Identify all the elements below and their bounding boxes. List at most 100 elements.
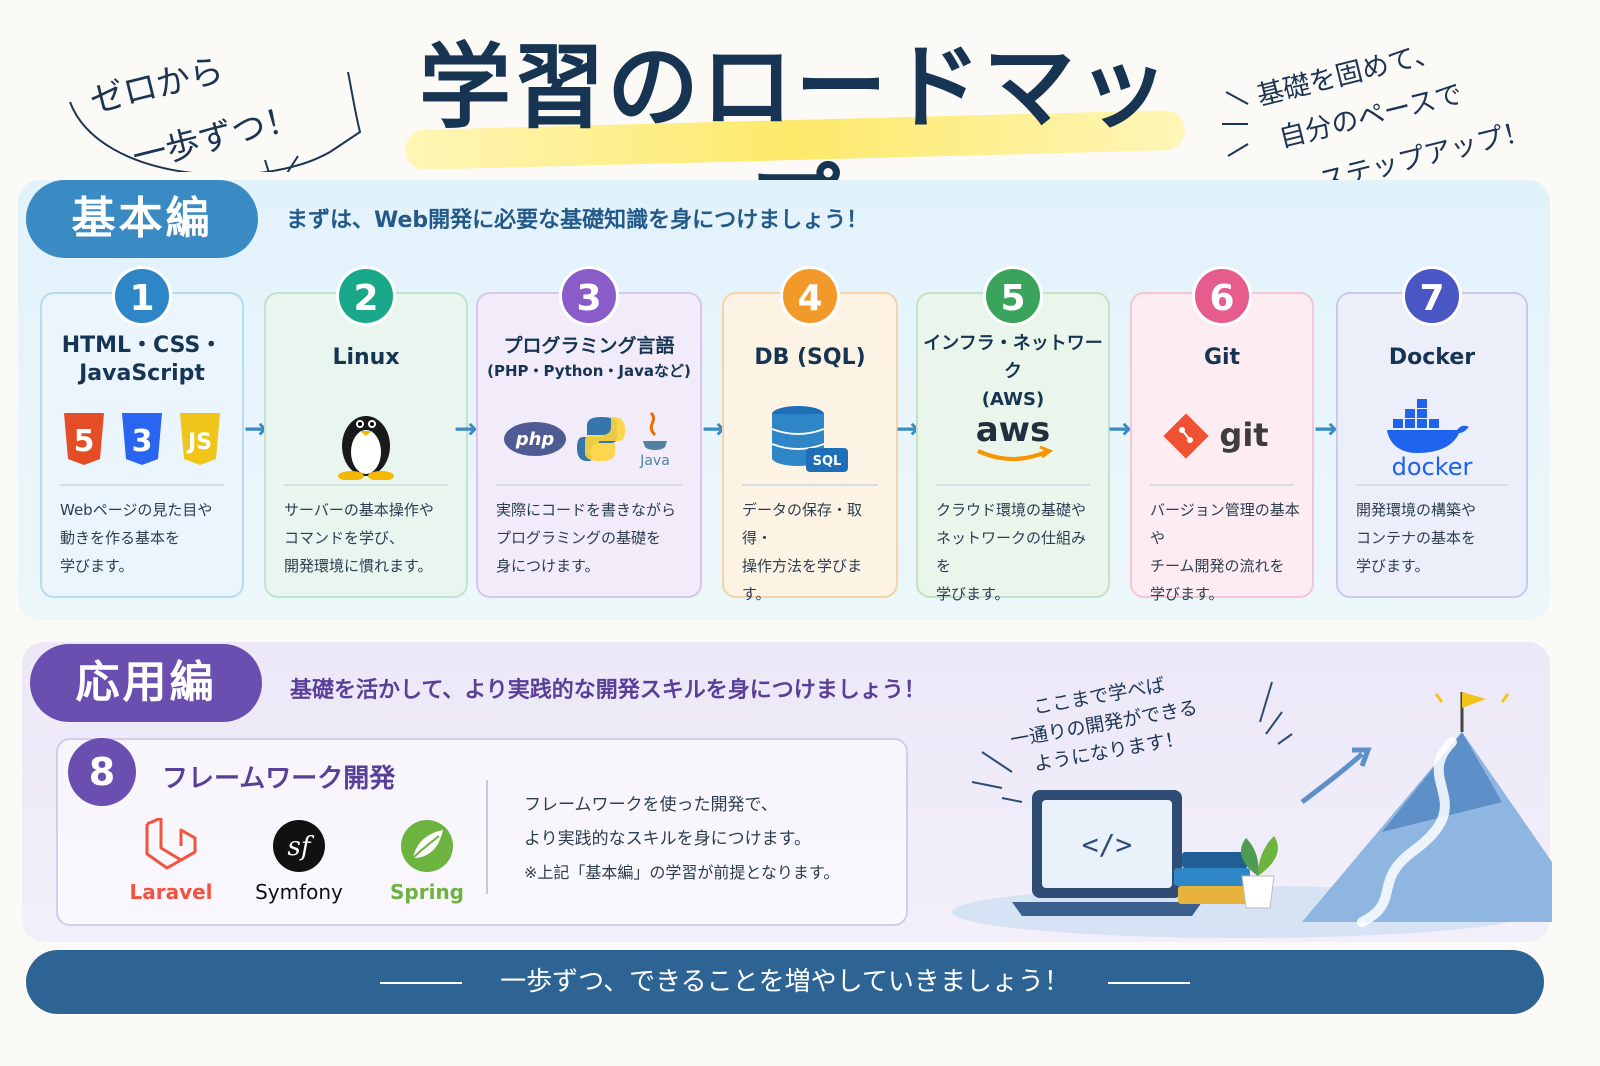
step-card-4: 4 DB (SQL) SQL データの保存・取得・ 操作方法を学びます。 [722, 266, 898, 603]
step-title: Linux [332, 345, 400, 370]
javascript-icon-text: JS [186, 430, 212, 455]
aws-icon-text: aws [976, 410, 1051, 450]
step-number: 2 [336, 266, 396, 326]
step-number: 8 [68, 738, 136, 806]
step-logos: 5 3 JS [50, 394, 234, 484]
step-logos [274, 394, 458, 484]
advanced-section-description: 基礎を活かして、より実践的な開発スキルを身につけましょう！ [290, 678, 926, 703]
step-description: 開発環境の構築や コンテナの基本を 学びます。 [1356, 501, 1477, 575]
step-description: サーバーの基本操作や コマンドを学び、 開発環境に慣れます。 [284, 501, 434, 575]
step-divider [496, 484, 682, 486]
footer-line-left [380, 982, 463, 984]
step-number: 7 [1402, 266, 1462, 326]
footer-banner: 一歩ずつ、できることを増やしていきましょう！ [26, 950, 1544, 1014]
plant-icon [1241, 836, 1278, 909]
step-title: Docker [1388, 345, 1476, 370]
step-card-3: 3 プログラミング言語 (PHP・Python・Javaなど) php Java… [476, 266, 702, 598]
step-number: 6 [1192, 266, 1252, 326]
laptop-icon: </> [1012, 790, 1202, 916]
framework-name: Laravel [129, 880, 213, 904]
framework-desc-line-2: より実践的なスキルを身につけます。 [524, 829, 811, 849]
footer-text: 一歩ずつ、できることを増やしていきましょう！ [500, 967, 1070, 997]
arrow-right-icon: → [896, 412, 920, 445]
step-description: クラウド環境の基礎や ネットワークの仕組みを 学びます。 [936, 501, 1087, 603]
css3-icon-text: 3 [132, 424, 153, 459]
step-divider [60, 484, 224, 486]
step-title: インフラ・ネットワーク (AWS) [923, 333, 1103, 410]
flag-icon [1462, 692, 1486, 708]
code-glyph: </> [1082, 828, 1133, 861]
git-icon-text: git [1219, 416, 1268, 454]
arrow-right-icon: → [244, 412, 268, 445]
css3-icon: 3 [122, 413, 162, 465]
java-icon: Java [639, 411, 670, 469]
step-logos: git [1140, 394, 1304, 484]
framework-card-title: フレームワーク開発 [162, 764, 396, 794]
framework-card-description: フレームワークを使った開発で、 より実践的なスキルを身につけます。 ※上記「基本… [524, 788, 839, 890]
spring-leaf-icon [401, 820, 453, 872]
basic-section-description: まずは、Web開発に必要な基礎知識を身につけましょう！ [286, 208, 869, 233]
step-card-7: 7 Docker docker 開発環境の構築や コンテナの基本を 学びます。 [1336, 266, 1528, 598]
html5-icon-text: 5 [74, 424, 95, 459]
sql-icon-text: SQL [813, 454, 842, 469]
laptop-sparkle-icon [971, 681, 1293, 803]
goal-illustration: </> [952, 681, 1552, 938]
arrow-right-icon: → [702, 412, 726, 445]
arrow-right-icon: → [1108, 412, 1132, 445]
title-area: 学習のロードマップ [404, 28, 1186, 261]
step-subtitle: (PHP・Python・Javaなど) [487, 362, 691, 380]
laravel-icon [145, 818, 197, 870]
step-description: Webページの見た目や 動きを作る基本を 学びます。 [60, 501, 213, 575]
framework-name: Symfony [255, 880, 343, 904]
laravel-logo: Laravel [126, 818, 216, 904]
database-sql-icon: SQL [771, 406, 848, 472]
step-card-1: 1 HTML・CSS・ JavaScript 5 3 JS Webページの見た目… [40, 266, 244, 598]
aws-icon: aws [976, 410, 1054, 461]
framework-desc-line-1: フレームワークを使った開発で、 [524, 795, 778, 815]
step-card-5: 5 インフラ・ネットワーク (AWS) aws クラウド環境の基礎や ネットワー… [916, 266, 1110, 603]
basic-section: 基本編 まずは、Web開発に必要な基礎知識を身につけましょう！ 1 HTML・C… [18, 180, 1550, 620]
header-left-callout: ゼロから 一歩ずつ！ [60, 32, 370, 178]
arrow-right-icon: → [1314, 412, 1338, 445]
step-divider [742, 484, 878, 486]
arrow-right-icon: → [454, 412, 478, 445]
step-title: プログラミング言語 [503, 335, 675, 357]
advanced-section-tag: 応用編 [30, 644, 262, 722]
header-right-note: 基礎を固めて、 自分のペースで ステップアップ！ [1222, 30, 1570, 198]
flag-sparkle-icon [1434, 693, 1510, 703]
step-title: DB (SQL) [754, 345, 866, 370]
step-number: 5 [983, 266, 1043, 326]
step-number: 1 [112, 266, 172, 326]
step-description: 実際にコードを書きながら プログラミングの基礎を 身につけます。 [496, 501, 677, 575]
step-divider [1150, 484, 1294, 486]
step-card-2: 2 Linux サーバーの基本操作や コマンドを学び、 開発環境に慣れます。 [264, 266, 468, 598]
sparkle-lines-icon [1222, 91, 1249, 157]
javascript-icon: JS [180, 413, 220, 465]
step-description: バージョン管理の基本や チーム開発の流れを 学びます。 [1150, 501, 1300, 603]
framework-logos: Laravel sf Symfony Spring [126, 818, 472, 904]
html5-icon: 5 [64, 413, 104, 465]
docker-icon-text: docker [1392, 453, 1473, 479]
java-icon-text: Java [639, 453, 670, 469]
advanced-section: 応用編 基礎を活かして、より実践的な開発スキルを身につけましょう！ 8 フレーム… [22, 642, 1552, 942]
step-title: HTML・CSS・ JavaScript [61, 333, 223, 386]
step-logos: aws [926, 394, 1100, 484]
step-divider [936, 484, 1090, 486]
step-logos: docker [1346, 394, 1518, 484]
git-icon: git [1163, 414, 1269, 459]
php-icon: php [504, 422, 566, 456]
progress-arrow-icon [1300, 752, 1364, 804]
spring-logo: Spring [382, 818, 472, 904]
step-number: 4 [780, 266, 840, 326]
step-number: 3 [559, 266, 619, 326]
step-logos: SQL [732, 394, 888, 484]
step-logos: php Java [486, 394, 692, 484]
svg-text:sf: sf [288, 832, 315, 862]
php-icon-text: php [515, 429, 555, 450]
symfony-logo: sf Symfony [254, 818, 344, 904]
footer-line-right [1107, 982, 1190, 984]
step-title: Git [1203, 345, 1241, 370]
framework-desc-line-3: ※上記「基本編」の学習が前提となります。 [524, 863, 840, 882]
step-description: データの保存・取得・ 操作方法を学びます。 [742, 501, 863, 603]
speech-bubble-outline [69, 71, 362, 172]
